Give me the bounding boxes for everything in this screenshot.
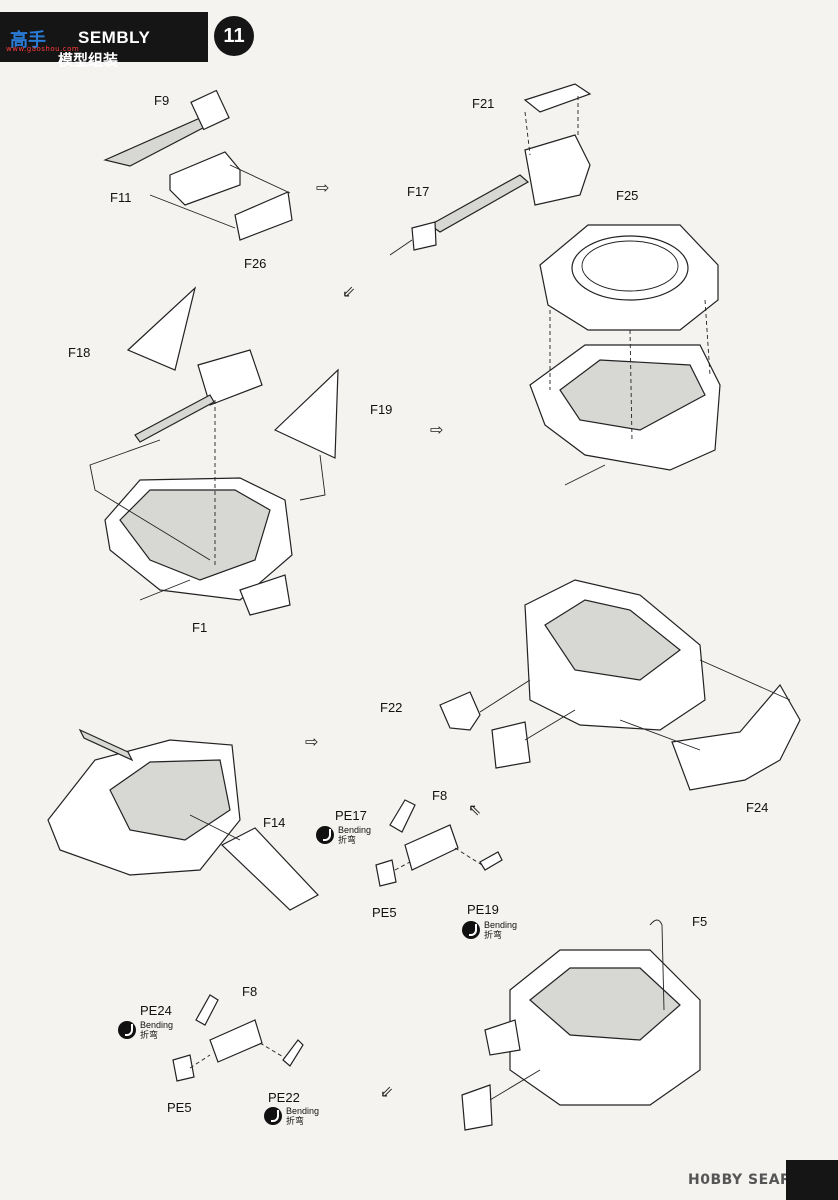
step-arrow-icon: ⇨ xyxy=(305,732,319,751)
part-label-f26: F26 xyxy=(244,256,267,271)
bending-icon xyxy=(264,1107,282,1125)
section-title-cn: 模型组装 xyxy=(58,51,119,69)
subassembly-turret-ring xyxy=(529,224,721,486)
subassembly-gun-mount xyxy=(389,83,592,256)
subassembly-turret-final xyxy=(461,919,701,1131)
part-label-f17: F17 xyxy=(407,184,430,199)
step-arrow-icon: ⇙ xyxy=(380,1082,394,1101)
subassembly-gun-housing xyxy=(103,89,293,241)
part-label-pe22: PE22 xyxy=(268,1090,300,1105)
part-label-pe5: PE5 xyxy=(372,905,397,920)
part-label-f25: F25 xyxy=(616,188,639,203)
step-arrow-icon: ⇖ xyxy=(468,800,482,819)
part-label-f22: F22 xyxy=(380,700,403,715)
part-label-f5: F5 xyxy=(692,914,708,929)
part-label-f19: F19 xyxy=(370,402,393,417)
site-logo-url: www.gaoshou.com xyxy=(6,45,80,53)
bending-icon xyxy=(462,921,480,939)
step-arrow-icon: ⇨ xyxy=(316,178,330,197)
subassembly-f8-lower xyxy=(172,994,304,1082)
subassembly-turret-f14 xyxy=(47,728,319,911)
part-label-pe5: PE5 xyxy=(167,1100,192,1115)
site-logo: 高手 xyxy=(10,30,46,51)
part-label-f11: F11 xyxy=(110,190,132,205)
part-label-f24: F24 xyxy=(746,800,769,815)
subassembly-turret-f1 xyxy=(89,286,339,616)
watermark: H0BBY SEARCH xyxy=(688,1172,815,1188)
subassembly-f8-upper xyxy=(375,799,503,887)
part-label-f9: F9 xyxy=(154,93,170,108)
part-label-f8: F8 xyxy=(242,984,258,999)
section-title-en: SEMBLY xyxy=(78,28,151,47)
part-label-pe17: PE17 xyxy=(335,808,367,823)
header-bar: 高手 www.gaoshou.com SEMBLY 模型组装 xyxy=(0,12,208,69)
part-label-f18: F18 xyxy=(68,345,91,360)
bending-icon xyxy=(118,1021,136,1039)
step-arrow-icon: ⇙ xyxy=(342,282,356,301)
part-label-f8: F8 xyxy=(432,788,448,803)
part-label-f1: F1 xyxy=(192,620,208,635)
step-arrow-icon: ⇨ xyxy=(430,420,444,439)
footer-bar xyxy=(786,1160,838,1200)
step-number-badge: 11 xyxy=(214,16,254,56)
part-label-pe19: PE19 xyxy=(467,902,499,917)
part-label-f21: F21 xyxy=(472,96,495,111)
subassembly-turret-f22-f24 xyxy=(439,579,801,791)
part-label-f14: F14 xyxy=(263,815,286,830)
bending-icon xyxy=(316,826,334,844)
part-label-pe24: PE24 xyxy=(140,1003,172,1018)
